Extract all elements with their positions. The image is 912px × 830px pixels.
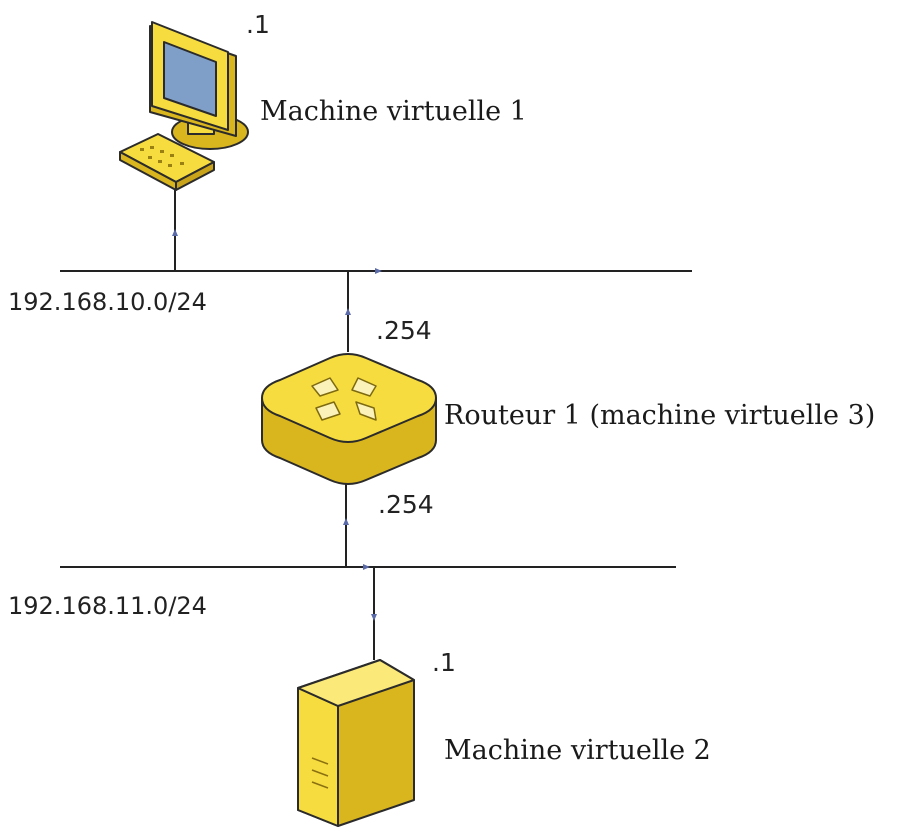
vm2-label: Machine virtuelle 2 <box>444 735 711 766</box>
vm1-label: Machine virtuelle 1 <box>260 96 527 127</box>
network-label-192-168-11: 192.168.11.0/24 <box>8 592 207 620</box>
desktop-computer-icon <box>119 21 249 191</box>
router-label: Routeur 1 (machine virtuelle 3) <box>444 400 876 431</box>
server-tower-icon <box>297 659 415 827</box>
vm1-address-label: .1 <box>246 10 270 39</box>
router-address-bottom-label: .254 <box>378 490 434 519</box>
router-icon <box>261 353 437 485</box>
router-address-top-label: .254 <box>376 316 432 345</box>
network-label-192-168-10: 192.168.10.0/24 <box>8 288 207 316</box>
link-arrow-markers <box>172 229 382 621</box>
vm2-address-label: .1 <box>432 648 456 677</box>
